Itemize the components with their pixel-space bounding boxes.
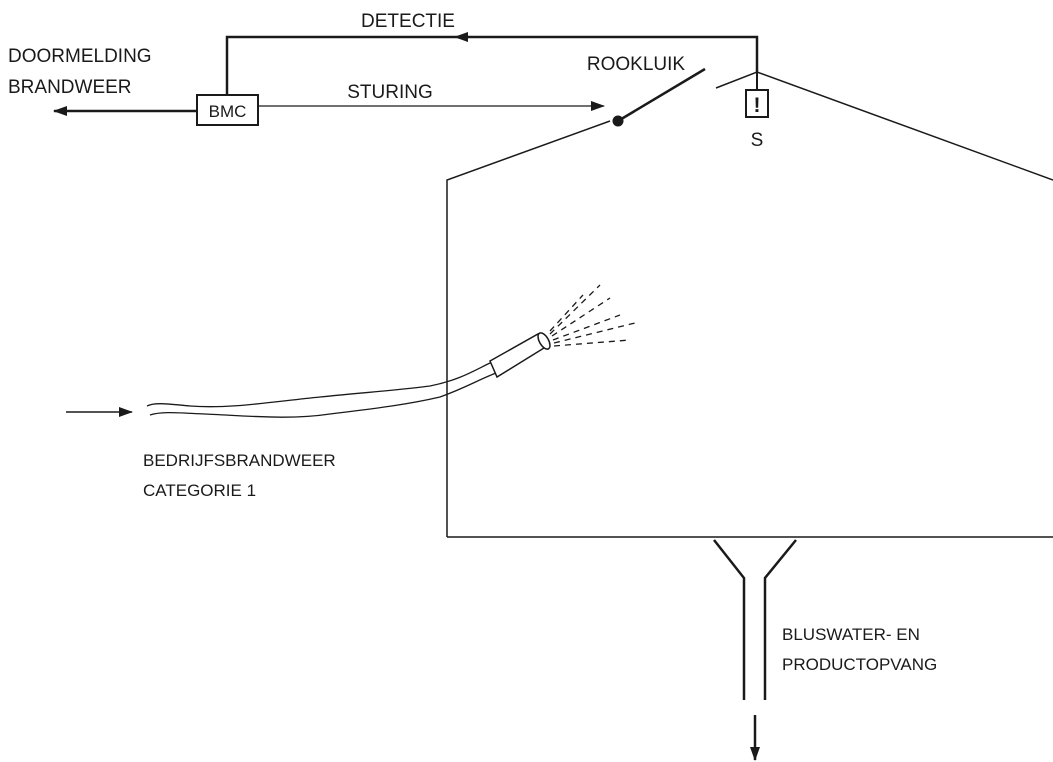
drain-funnel <box>713 539 797 700</box>
funnel-left <box>713 539 746 700</box>
doormelding-label-line2: BRANDWEER <box>8 77 132 98</box>
bedrijfsbrandweer-label-line1: BEDRIJFSBRANDWEER <box>143 451 336 470</box>
rookluik-hinge-icon <box>612 115 624 127</box>
building-roof-right <box>715 71 1053 181</box>
bluswater-label-line1: BLUSWATER- EN <box>782 625 920 644</box>
smoke-sensor-icon <box>745 89 769 118</box>
water-spray-icon <box>549 284 636 347</box>
nozzle-icon <box>489 332 551 379</box>
rookluik-hatch <box>617 67 706 123</box>
fire-hose <box>146 361 497 418</box>
doormelding-label-line1: DOORMELDING <box>8 46 152 67</box>
funnel-right <box>763 539 797 700</box>
rookluik-label: ROOKLUIK <box>587 54 686 75</box>
bmc-box <box>196 94 259 126</box>
bluswater-label-line2: PRODUCTOPVANG <box>782 655 937 674</box>
detectie-label: DETECTIE <box>361 11 455 32</box>
bmc-label: BMC <box>209 102 247 121</box>
sensor-label: S <box>751 130 764 151</box>
sturing-label: STURING <box>347 82 433 103</box>
bedrijfsbrandweer-label-line2: CATEGORIE 1 <box>143 481 256 500</box>
sensor-symbol: ! <box>754 94 761 117</box>
building-wall-left-roof <box>446 120 611 537</box>
